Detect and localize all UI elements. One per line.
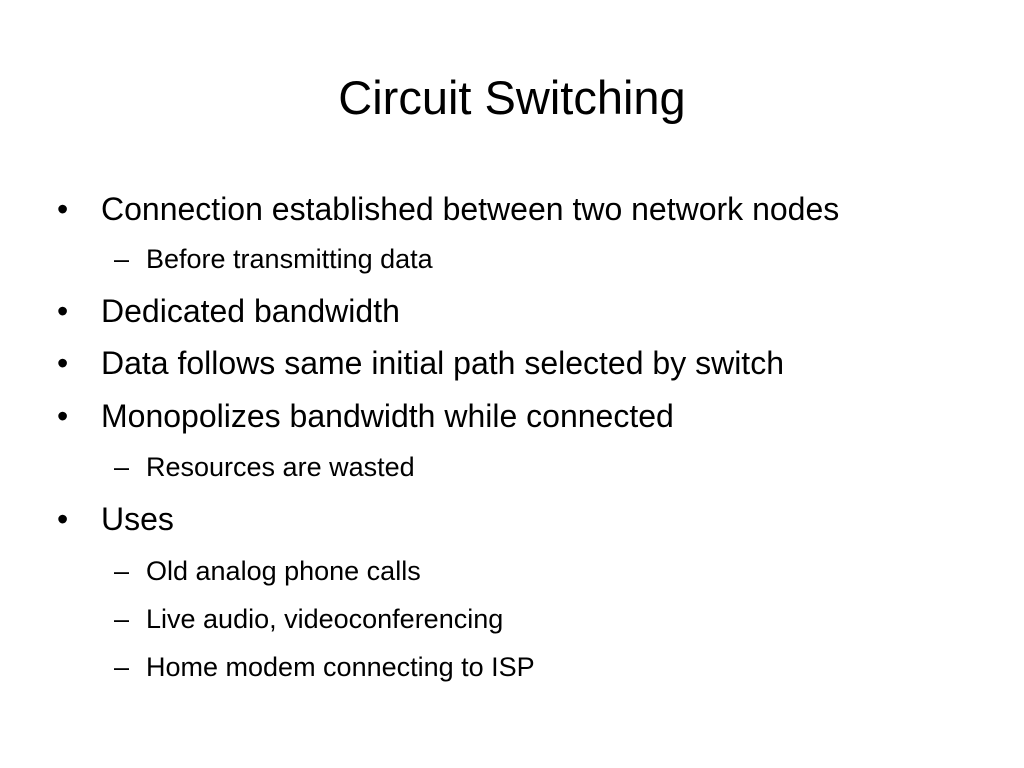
bullet-text: Monopolizes bandwidth while connected [101, 398, 674, 434]
slide-title: Circuit Switching [338, 71, 686, 124]
sub-bullet-text: Resources are wasted [146, 452, 415, 482]
sub-bullet-text: Home modem connecting to ISP [146, 652, 535, 682]
bullet-marker: • [57, 345, 69, 381]
bullet-marker: • [57, 398, 69, 434]
dash-marker: – [114, 604, 130, 634]
bullet-text: Dedicated bandwidth [101, 293, 400, 329]
sub-bullet-text: Live audio, videoconferencing [146, 604, 504, 634]
bullet-marker: • [57, 501, 69, 537]
bullet-text: Data follows same initial path selected … [101, 345, 784, 381]
bullet-text: Connection established between two netwo… [101, 191, 840, 227]
dash-marker: – [114, 652, 130, 682]
sub-bullet-text: Old analog phone calls [146, 556, 421, 586]
dash-marker: – [114, 452, 130, 482]
bullet-text: Uses [101, 501, 174, 537]
sub-bullet-text: Before transmitting data [146, 244, 433, 274]
dash-marker: – [114, 556, 130, 586]
bullet-marker: • [57, 293, 69, 329]
bullet-marker: • [57, 191, 69, 227]
dash-marker: – [114, 244, 130, 274]
